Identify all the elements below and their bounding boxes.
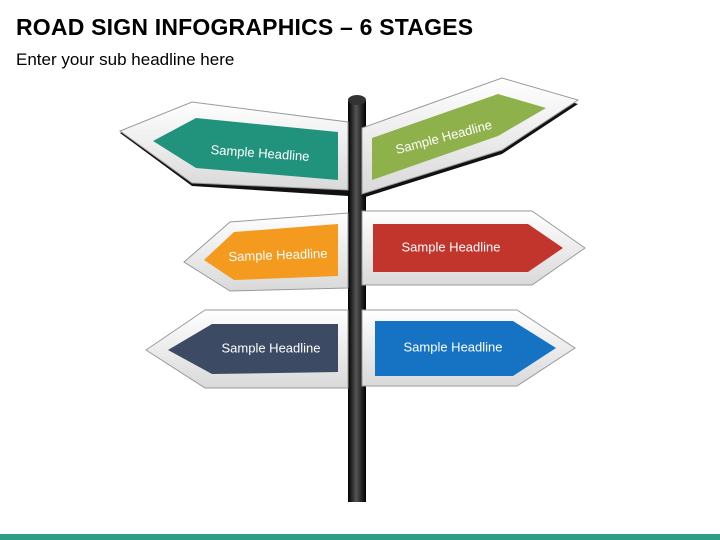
sign-4: Sample Headline <box>361 210 586 286</box>
sign-5-label: Sample Headline <box>221 340 320 355</box>
sign-6: Sample Headline <box>361 309 576 387</box>
sign-1-panel <box>153 118 338 180</box>
sign-3: Sample Headline <box>183 212 349 292</box>
sign-1: Sample Headline <box>118 101 349 196</box>
sign-2-panel <box>372 94 546 180</box>
accent-bar <box>0 534 720 540</box>
sign-6-label: Sample Headline <box>403 339 502 354</box>
sign-1-label: Sample Headline <box>210 142 310 164</box>
sign-3-label: Sample Headline <box>228 246 327 264</box>
slide-title: ROAD SIGN INFOGRAPHICS – 6 STAGES <box>16 14 474 40</box>
sign-4-panel <box>373 224 563 272</box>
sign-5: Sample Headline <box>145 309 349 389</box>
sign-4-label: Sample Headline <box>401 239 500 254</box>
sign-5-panel <box>168 324 338 374</box>
sign-3-panel <box>204 224 338 280</box>
sign-6-panel <box>375 321 556 376</box>
sign-2: Sample Headline <box>361 77 580 198</box>
signpost-pole <box>348 95 366 502</box>
slide-subtitle: Enter your sub headline here <box>16 50 235 69</box>
